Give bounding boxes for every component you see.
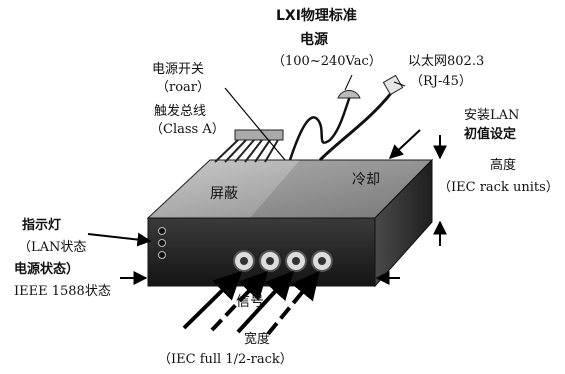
led-ieee1588-status <box>158 251 166 259</box>
lan-install-arrow <box>388 129 421 159</box>
indicator-power-status-label: 电源状态） <box>14 262 80 277</box>
standard-title: LXI物理标准 <box>276 8 357 24</box>
signal-arrow-3 <box>236 270 294 334</box>
lan-install-label: 安装LAN <box>464 108 520 123</box>
indicator-lan-status-label: （LAN状态 <box>18 240 87 255</box>
power-voltage-pointer <box>344 74 353 91</box>
trigger-bus-ribbon-cable <box>214 129 284 163</box>
height-label: 高度 <box>490 158 517 173</box>
signal-arrow-2 <box>210 270 268 332</box>
led-lan-status <box>158 227 166 235</box>
power-switch-pointer <box>224 87 286 161</box>
rj45-plug-icon <box>382 74 404 96</box>
power-voltage-label: （100~240Vac） <box>272 54 382 69</box>
height-units-label: （IEC rack units） <box>438 180 559 195</box>
led-power-status <box>158 239 166 247</box>
bnc-connector-3 <box>285 250 307 272</box>
signal-arrow-4 <box>266 270 320 336</box>
indicator-leds <box>158 227 166 259</box>
ethernet-pointer <box>393 81 406 87</box>
shielding-label: 屏蔽 <box>210 186 238 202</box>
trigger-bus-class-label: （Class A） <box>150 122 225 137</box>
indicator-title: 指示灯 <box>22 218 62 233</box>
power-title: 电源 <box>300 32 328 48</box>
ethernet-connector-label: （RJ-45） <box>410 74 472 89</box>
bnc-connector-2 <box>259 250 281 272</box>
power-plug-icon <box>337 90 361 99</box>
indicator-arrow <box>87 232 152 247</box>
ethernet-cable <box>318 74 404 162</box>
signal-arrows <box>182 270 320 336</box>
trigger-bus-label: 触发总线 <box>154 104 207 119</box>
width-rack-label: （IEC full 1/2-rack） <box>158 352 293 367</box>
power-switch-sub-label: （roar） <box>156 80 211 95</box>
power-cord <box>288 90 361 161</box>
device-side-face <box>374 158 433 288</box>
lan-init-settings-label: 初值设定 <box>464 127 517 142</box>
bnc-connector-4 <box>311 250 333 272</box>
width-label: 宽度 <box>244 332 271 347</box>
signals-label: 信号 <box>236 294 264 310</box>
ethernet-label: 以太网802.3 <box>408 54 485 69</box>
cooling-label: 冷却 <box>352 172 380 188</box>
bnc-connector-1 <box>233 250 255 272</box>
indicator-ieee1588-label: IEEE 1588状态 <box>14 284 111 299</box>
power-switch-label: 电源开关 <box>152 62 205 77</box>
signal-arrow-1 <box>182 271 242 330</box>
